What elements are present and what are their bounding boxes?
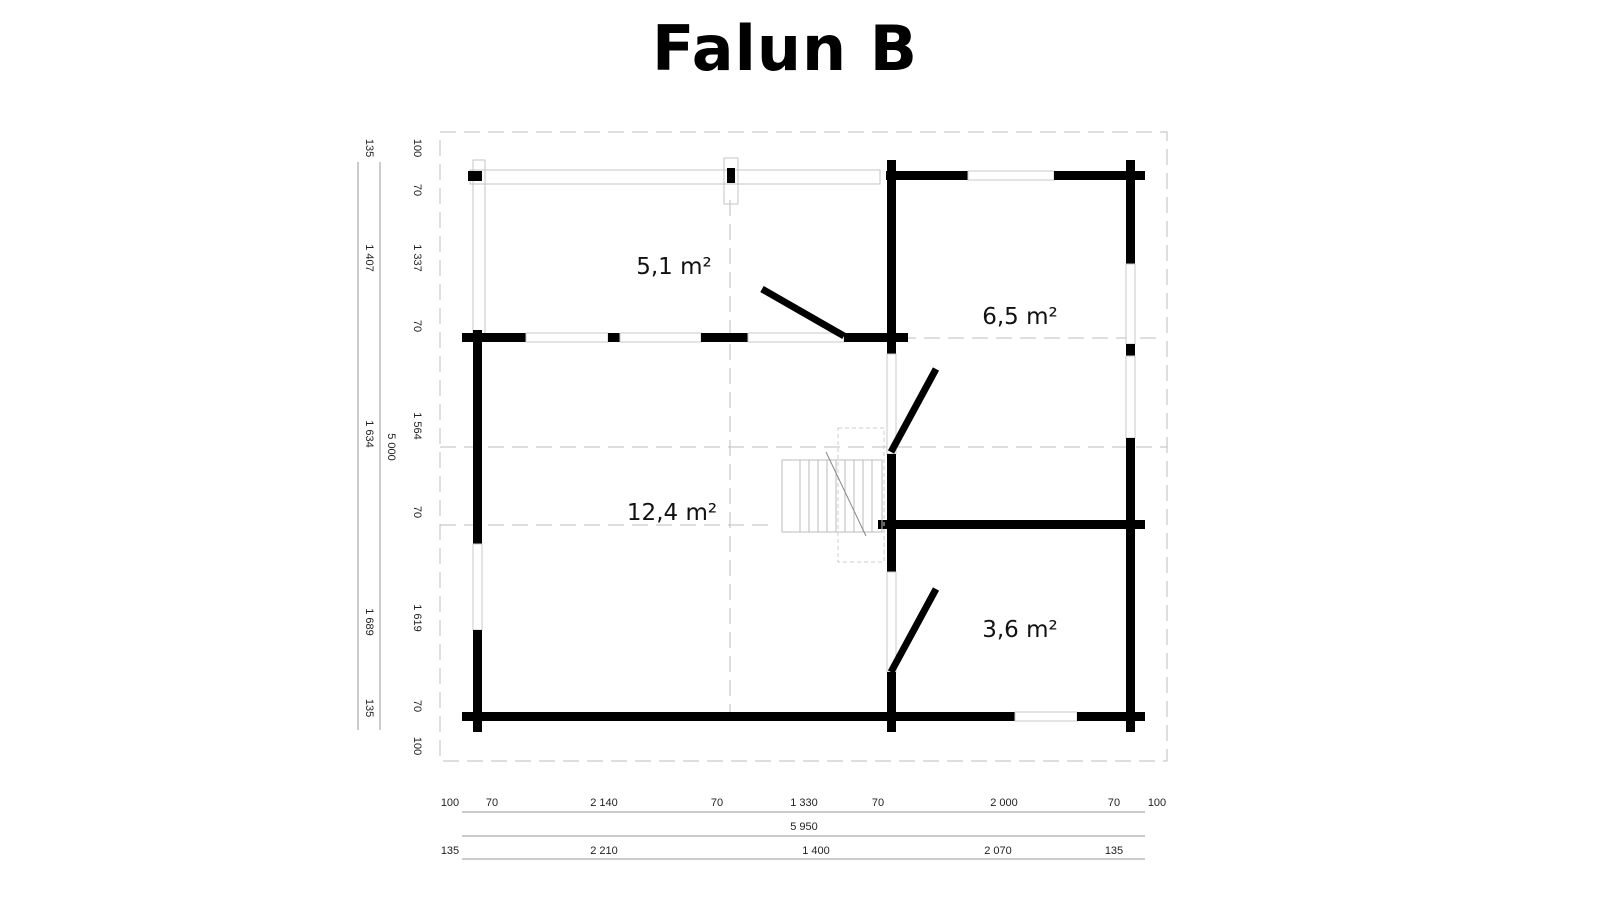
dimension-label: 100 xyxy=(411,139,423,157)
terrace-railing xyxy=(468,157,881,339)
dimension-lines xyxy=(357,162,1145,860)
dimension-label: 2 000 xyxy=(990,797,1018,809)
dimension-label: 70 xyxy=(486,797,498,809)
dimension-label: 70 xyxy=(872,797,884,809)
dimension-total: 5 950 xyxy=(790,821,818,833)
dimension-label: 1 634 xyxy=(363,420,375,448)
dimension-label: 70 xyxy=(411,320,423,332)
dimension-label: 70 xyxy=(411,506,423,518)
dimension-label: 70 xyxy=(711,797,723,809)
dimension-label: 70 xyxy=(1108,797,1120,809)
dimension-label: 1 330 xyxy=(790,797,818,809)
dimension-label: 1 337 xyxy=(411,244,423,272)
dimension-label: 2 140 xyxy=(590,797,618,809)
dimension-total: 5 000 xyxy=(385,433,397,461)
plan-title: Falun B xyxy=(652,12,918,85)
room-area-terrace: 5,1 m² xyxy=(636,254,712,280)
dimension-label: 2 070 xyxy=(984,845,1012,857)
walls xyxy=(462,160,1145,732)
dimension-label: 135 xyxy=(363,139,375,157)
dimension-label: 2 210 xyxy=(590,845,618,857)
room-area-bathroom: 3,6 m² xyxy=(982,617,1058,643)
dimension-label: 1 619 xyxy=(411,604,423,632)
dimension-label: 1 564 xyxy=(411,412,423,440)
dimension-label: 1 689 xyxy=(363,608,375,636)
dimension-label: 70 xyxy=(411,184,423,196)
dimension-label: 100 xyxy=(1148,797,1166,809)
doors xyxy=(760,285,940,674)
room-area-bedroom: 6,5 m² xyxy=(982,304,1058,330)
staircase xyxy=(781,427,885,563)
dimension-label: 70 xyxy=(411,700,423,712)
dimension-label: 135 xyxy=(363,699,375,717)
dimension-label: 1 407 xyxy=(363,244,375,272)
dimension-label: 100 xyxy=(411,737,423,755)
dimension-label: 135 xyxy=(441,845,459,857)
dimension-label: 1 400 xyxy=(802,845,830,857)
dimension-label: 135 xyxy=(1105,845,1123,857)
dimension-label: 100 xyxy=(441,797,459,809)
room-area-living: 12,4 m² xyxy=(627,500,717,526)
